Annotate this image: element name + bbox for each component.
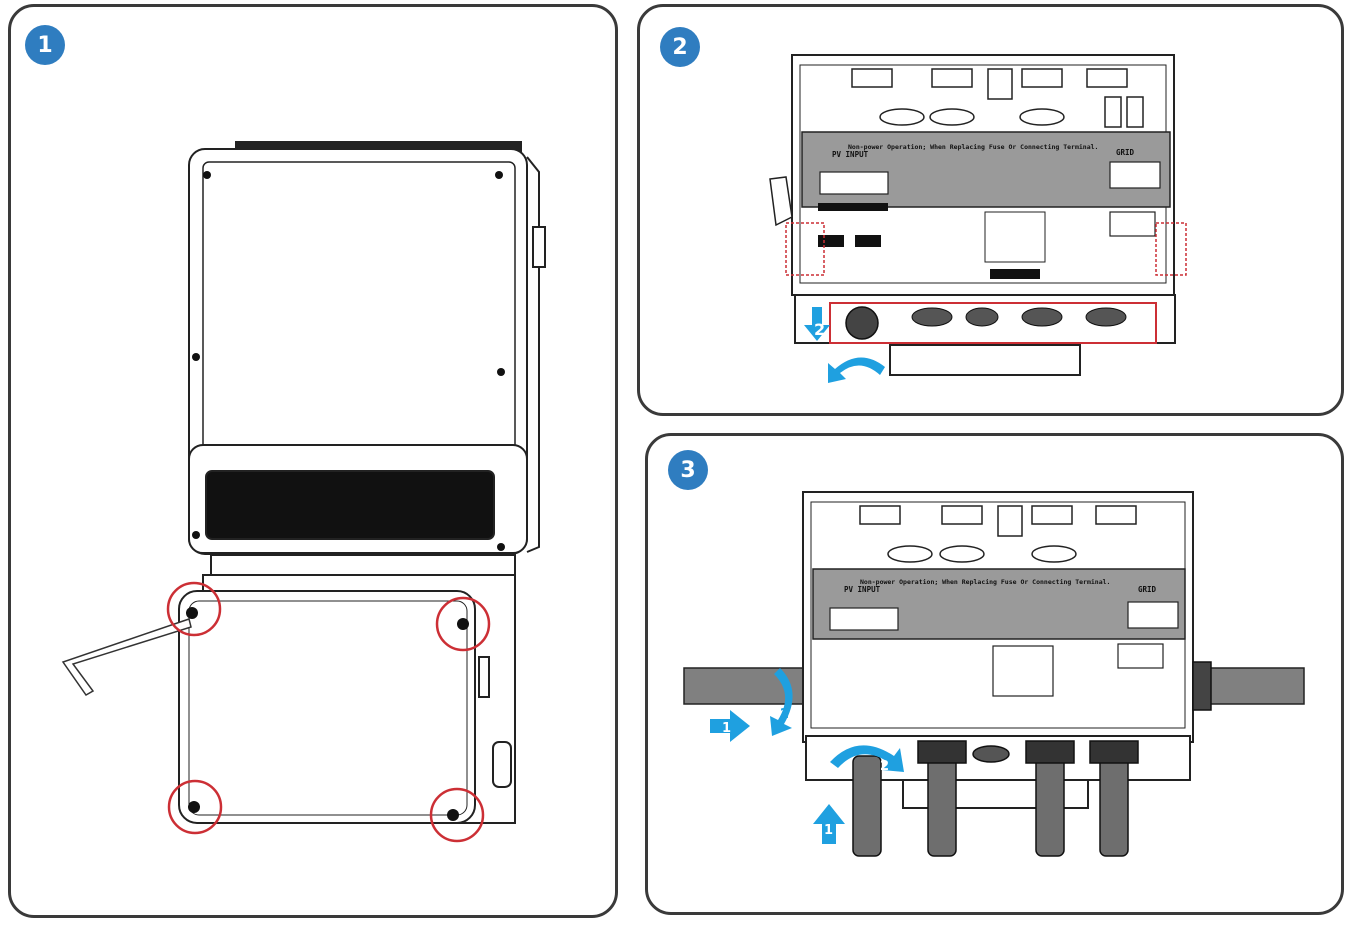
step-3-badge: 3 xyxy=(668,450,708,490)
cable-gland-icon xyxy=(845,306,1127,340)
warning-text-3: Non-power Operation; When Replacing Fuse… xyxy=(860,578,1110,586)
cable-gland-icon xyxy=(852,661,1212,857)
arrow-label-2: 2 xyxy=(814,320,825,339)
arrow-label-2a: 2 xyxy=(780,707,789,722)
inverter-body xyxy=(188,141,546,555)
step-1-badge: 1 xyxy=(25,25,65,65)
top-connectors xyxy=(851,68,1144,128)
wiring-box-open-illustration: Non-power Operation; When Replacing Fuse… xyxy=(769,54,1187,383)
step-2-badge: 2 xyxy=(660,27,700,67)
latch-handle xyxy=(769,176,793,227)
highlight-circles xyxy=(166,581,491,843)
inverter-cover-removal-illustration xyxy=(61,141,546,843)
gland-holes-highlight xyxy=(829,302,1157,344)
step-2-panel: 2 Non-power Operation; When Replacing Fu… xyxy=(637,4,1344,416)
latch-highlights xyxy=(785,222,1187,276)
arrow-label-1a: 1 xyxy=(722,721,731,736)
rotate-arrow-icon xyxy=(828,357,885,383)
pv-input-label: PV INPUT xyxy=(832,150,869,159)
grid-label-3: GRID xyxy=(1138,585,1157,594)
warning-text: Non-power Operation; When Replacing Fuse… xyxy=(848,143,1098,151)
terminals-3 xyxy=(829,601,1179,697)
arrow-down-icon: 2 xyxy=(804,307,830,341)
step-3-panel: 3 Non-power Operation; When Replacing Fu… xyxy=(645,433,1344,915)
wiring-box xyxy=(178,554,516,824)
arrow-label-2b: 2 xyxy=(880,759,889,774)
hex-key-icon xyxy=(61,618,192,696)
pcb-board-3 xyxy=(812,568,1186,640)
arrow-right-icon: 1 xyxy=(710,710,750,742)
arrow-up-icon: 1 xyxy=(813,804,845,844)
grid-label: GRID xyxy=(1116,148,1135,157)
top-connectors-3 xyxy=(859,505,1137,563)
arrow-label-1b: 1 xyxy=(824,823,833,838)
pv-terminals xyxy=(819,161,1161,237)
cable-routing-illustration: Non-power Operation; When Replacing Fuse… xyxy=(683,491,1305,857)
pv-input-label-3: PV INPUT xyxy=(844,585,881,594)
step-1-panel: 1 xyxy=(8,4,618,918)
rotate-arrow-icon: 2 xyxy=(830,745,904,774)
rotate-arrow-icon: 2 xyxy=(770,668,793,736)
cover-screws xyxy=(186,607,469,821)
screw-icon xyxy=(192,171,505,551)
lower-board xyxy=(818,203,1046,279)
